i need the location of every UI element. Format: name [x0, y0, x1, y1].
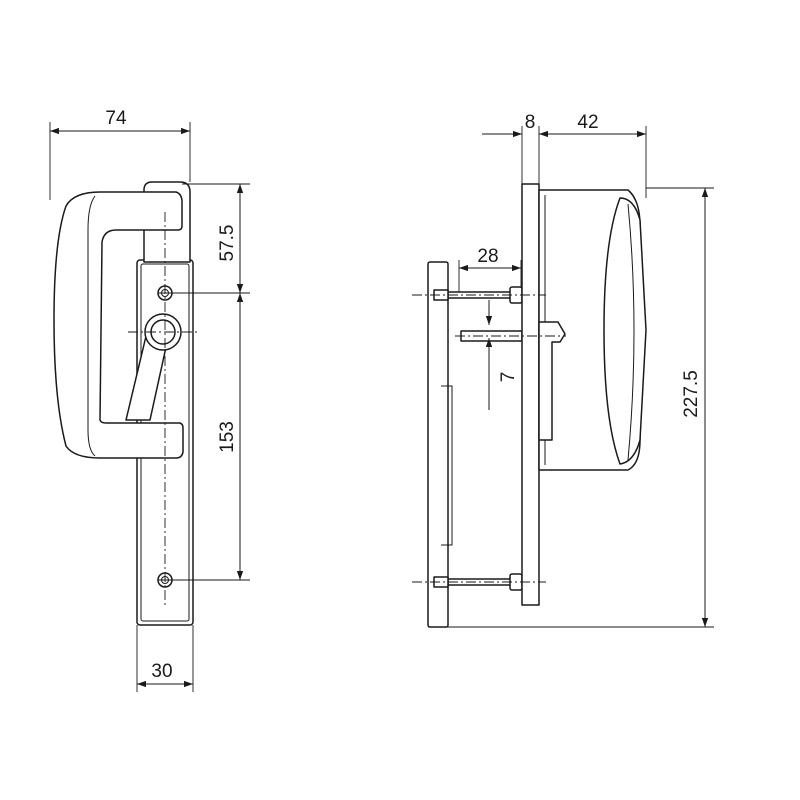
side-lever [538, 321, 566, 441]
dim-label-8: 8 [525, 112, 536, 133]
front-view: 74 57.5 153 30 [49, 108, 250, 692]
front-handle-highlight [87, 195, 96, 457]
dim-label-153: 153 [217, 421, 238, 453]
front-handle-grip [53, 191, 184, 459]
dim-label-7: 7 [498, 372, 519, 383]
side-view: 8 42 28 7 227.5 [412, 112, 714, 628]
dim-label-42: 42 [577, 112, 598, 133]
dim-label-227-5: 227.5 [681, 370, 702, 418]
dim-label-57-5: 57.5 [217, 225, 238, 262]
side-handle-grip [603, 197, 647, 465]
dim-label-30: 30 [151, 661, 172, 682]
dim-label-74: 74 [105, 108, 127, 129]
side-outer-plate [427, 261, 449, 628]
dim-label-28: 28 [477, 246, 498, 267]
side-outer-plate-recess [441, 385, 453, 546]
side-handle-grip-line [627, 203, 635, 461]
side-base-plate [521, 183, 540, 606]
